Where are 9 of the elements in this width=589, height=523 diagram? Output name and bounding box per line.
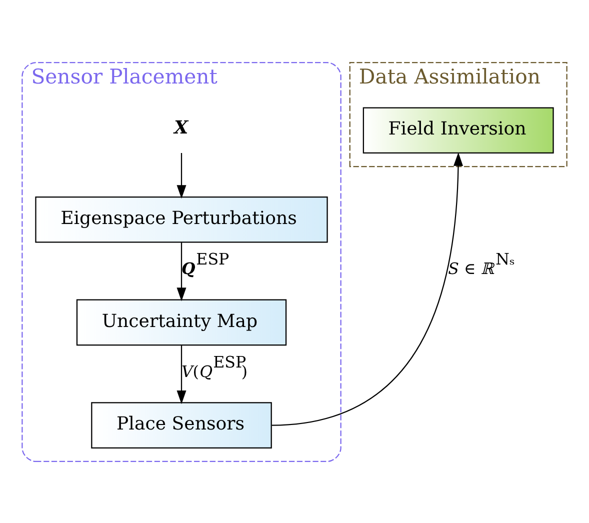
arrow [176, 242, 186, 301]
arrow [272, 152, 464, 426]
arrow [176, 344, 186, 404]
arrow [176, 152, 186, 198]
node-box: Field Inversion [362, 106, 554, 154]
node-box: Uncertainty Map [76, 298, 287, 346]
node-text: X [174, 117, 188, 138]
node-box: Eigenspace Perturbations [35, 196, 328, 242]
node-box: Place Sensors [91, 402, 272, 448]
